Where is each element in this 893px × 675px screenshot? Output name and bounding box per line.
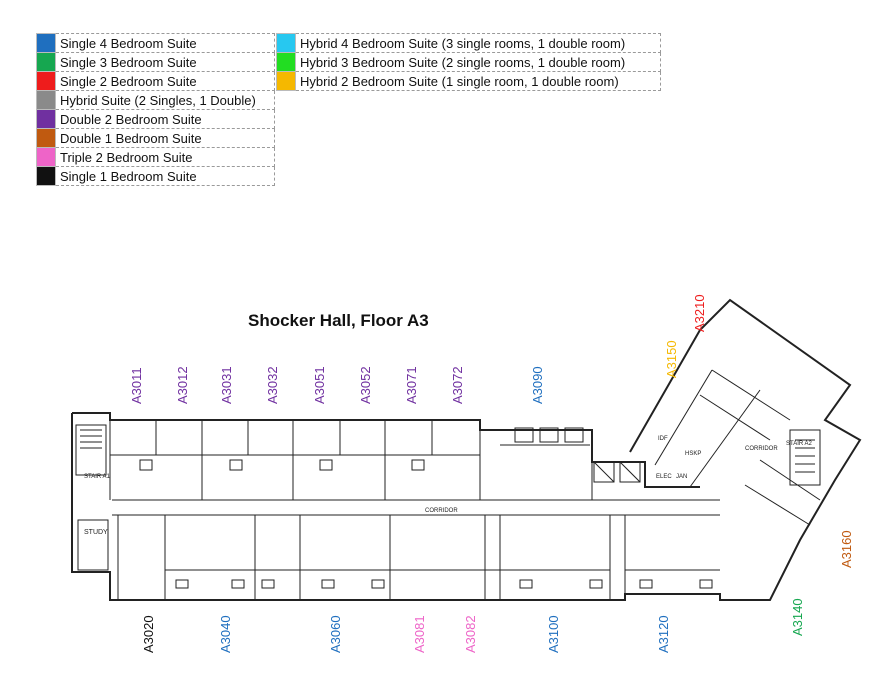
plan-title: Shocker Hall, Floor A3 [248,311,429,330]
room-label: A3032 [265,366,280,404]
legend-right: Hybrid 4 Bedroom Suite (3 single rooms, … [276,33,661,91]
legend-row: Single 1 Bedroom Suite [36,166,275,186]
legend-label: Double 2 Bedroom Suite [55,109,275,129]
legend-label: Triple 2 Bedroom Suite [55,147,275,167]
legend-swatch [36,128,56,148]
room-label: A3060 [328,615,343,653]
legend-row: Single 3 Bedroom Suite [36,52,275,72]
legend-swatch [36,52,56,72]
room-label: A3040 [218,615,233,653]
jan-label: JAN [676,474,687,480]
legend-swatch [36,147,56,167]
legend-row: Hybrid 3 Bedroom Suite (2 single rooms, … [276,52,661,72]
room-label: A3150 [664,340,679,378]
room-label: A3072 [450,366,465,404]
room-label: A3012 [175,366,190,404]
legend-swatch [36,109,56,129]
room-label: A3052 [358,366,373,404]
stair-a1-label: STAIR A1 [84,474,111,480]
room-label: A3210 [692,294,707,332]
idf-label: IDF [658,436,668,442]
stair-a2-label: STAIR A2 [786,441,813,447]
room-label: A3140 [790,598,805,636]
room-label: A3082 [463,615,478,653]
room-label: A3011 [129,367,144,404]
legend-swatch [36,166,56,186]
legend-row: Hybrid 2 Bedroom Suite (1 single room, 1… [276,71,661,91]
legend-row: Single 2 Bedroom Suite [36,71,275,91]
room-label: A3160 [839,530,854,568]
legend-label: Single 1 Bedroom Suite [55,166,275,186]
legend-row: Triple 2 Bedroom Suite [36,147,275,167]
room-label: A3071 [404,366,419,404]
room-label: A3100 [546,615,561,653]
room-label: A3120 [656,615,671,653]
room-label: A3031 [219,366,234,404]
legend-left: Single 4 Bedroom Suite Single 3 Bedroom … [36,33,275,186]
legend-row: Double 2 Bedroom Suite [36,109,275,129]
legend-label: Hybrid 2 Bedroom Suite (1 single room, 1… [295,71,661,91]
room-label: A3020 [141,615,156,653]
corridor-label: CORRIDOR [425,508,458,514]
room-label: A3090 [530,366,545,404]
legend-label: Hybrid 4 Bedroom Suite (3 single rooms, … [295,33,661,53]
hskp-label: HSKP [685,451,701,457]
study-label: STUDY [84,529,108,536]
legend-row: Hybrid 4 Bedroom Suite (3 single rooms, … [276,33,661,53]
legend-label: Hybrid 3 Bedroom Suite (2 single rooms, … [295,52,661,72]
wing-corridor-label: CORRIDOR [745,446,778,452]
room-label: A3051 [312,366,327,404]
room-label: A3081 [412,615,427,653]
elec-label: ELEC [656,474,672,480]
